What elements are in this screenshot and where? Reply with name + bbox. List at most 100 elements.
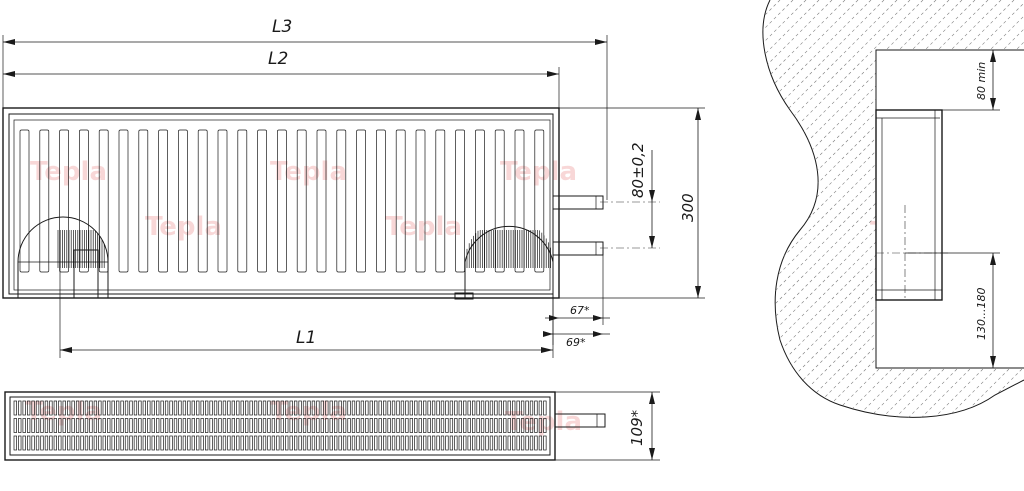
grille-slot	[383, 418, 387, 433]
grille-slot	[62, 400, 66, 416]
grille-slot	[503, 418, 507, 433]
grille-slot	[512, 435, 516, 451]
grille-slot	[129, 400, 133, 416]
grille-slot	[396, 400, 400, 416]
grille-slot	[267, 418, 271, 433]
grille-slot	[124, 400, 129, 416]
grille-slot	[271, 400, 276, 416]
grille-slot	[75, 418, 80, 433]
grille-slot	[271, 435, 276, 451]
grille-slot	[436, 435, 440, 451]
grille-slot	[320, 418, 324, 433]
left-bracket	[73, 249, 99, 299]
grille-slot	[89, 400, 93, 416]
grille-slot	[31, 435, 35, 451]
grille-slot	[227, 435, 231, 451]
grille-slot	[44, 418, 49, 433]
grille-slot	[129, 418, 133, 433]
grille-slot	[151, 400, 155, 416]
grille-slot	[107, 400, 111, 416]
grille-slot	[423, 400, 427, 416]
grille-slot	[391, 400, 396, 416]
grille-slot	[320, 435, 324, 451]
grille-slot	[102, 418, 106, 433]
grille-slot	[338, 435, 342, 451]
fin	[356, 129, 366, 273]
grille-slot	[245, 400, 249, 416]
grille-slot	[133, 400, 138, 416]
grille-slot	[129, 435, 133, 451]
grille-slot	[307, 435, 311, 451]
grille-slot	[218, 418, 222, 433]
fin	[178, 129, 188, 273]
hatch-line	[762, 0, 1024, 418]
grille-slot	[53, 435, 57, 451]
grille-slot	[334, 418, 338, 433]
grille-slot	[160, 418, 164, 433]
arrow-head	[649, 236, 655, 248]
grille-slot	[93, 400, 98, 416]
grille-slot	[360, 418, 365, 433]
grille-slot	[245, 418, 249, 433]
grille-slot	[58, 400, 62, 416]
grille-slot	[503, 435, 507, 451]
grille-slot	[512, 418, 516, 433]
grille-slot	[236, 400, 240, 416]
grille-slot	[351, 435, 356, 451]
grille-slot	[147, 400, 151, 416]
grille-slot	[489, 400, 494, 416]
fin	[59, 129, 69, 273]
grille-slot	[182, 400, 187, 416]
grille-slot	[187, 400, 191, 416]
grille-slot	[449, 418, 454, 433]
hatch-line	[762, 0, 872, 418]
fin	[197, 129, 208, 273]
grille-slot	[418, 400, 422, 416]
grille-slot	[124, 435, 129, 451]
grille-slot	[53, 400, 57, 416]
grille-slot	[316, 435, 320, 451]
grille-slot	[458, 418, 462, 433]
arrow-head	[990, 356, 996, 368]
grille-slot	[387, 418, 391, 433]
grille-slot	[173, 435, 178, 451]
grille-slot	[525, 400, 529, 416]
label-bottom-gap: 130...180	[975, 288, 988, 340]
hatch-line	[765, 0, 1024, 418]
grille-slot	[298, 435, 302, 451]
grille-slot	[196, 418, 200, 433]
label-depth: 109*	[628, 409, 646, 446]
grille-slot	[227, 418, 231, 433]
grille-slot	[289, 418, 293, 433]
fin	[534, 129, 545, 273]
grille-slot	[209, 435, 213, 451]
grille-slot	[178, 418, 182, 433]
label-top-gap: 80 min	[975, 62, 988, 100]
grille-slot	[338, 400, 342, 416]
grille-slot	[236, 418, 240, 433]
grille-slot	[307, 418, 311, 433]
upper-pipe	[552, 195, 604, 210]
grille-slot	[151, 435, 155, 451]
grille-slot	[213, 400, 218, 416]
grille-slot	[22, 400, 26, 416]
grille-slot	[262, 400, 267, 416]
grille-slot	[316, 418, 320, 433]
label-pipe-spacing: 80±0,2	[629, 142, 647, 198]
grille-slot	[329, 418, 333, 433]
arrow-head	[990, 50, 996, 62]
grille-slot	[84, 418, 89, 433]
grille-slot	[173, 400, 178, 416]
grille-slot	[80, 435, 84, 451]
grille-slot	[409, 435, 413, 451]
grille-slot	[200, 418, 204, 433]
grille-slot	[489, 435, 494, 451]
hatch-line	[259, 0, 689, 430]
arrow-head	[695, 108, 701, 120]
grille-slot	[98, 418, 102, 433]
grille-slot	[80, 418, 84, 433]
grille-slot	[49, 400, 53, 416]
grille-slot	[507, 400, 511, 416]
grille-slot	[454, 435, 458, 451]
